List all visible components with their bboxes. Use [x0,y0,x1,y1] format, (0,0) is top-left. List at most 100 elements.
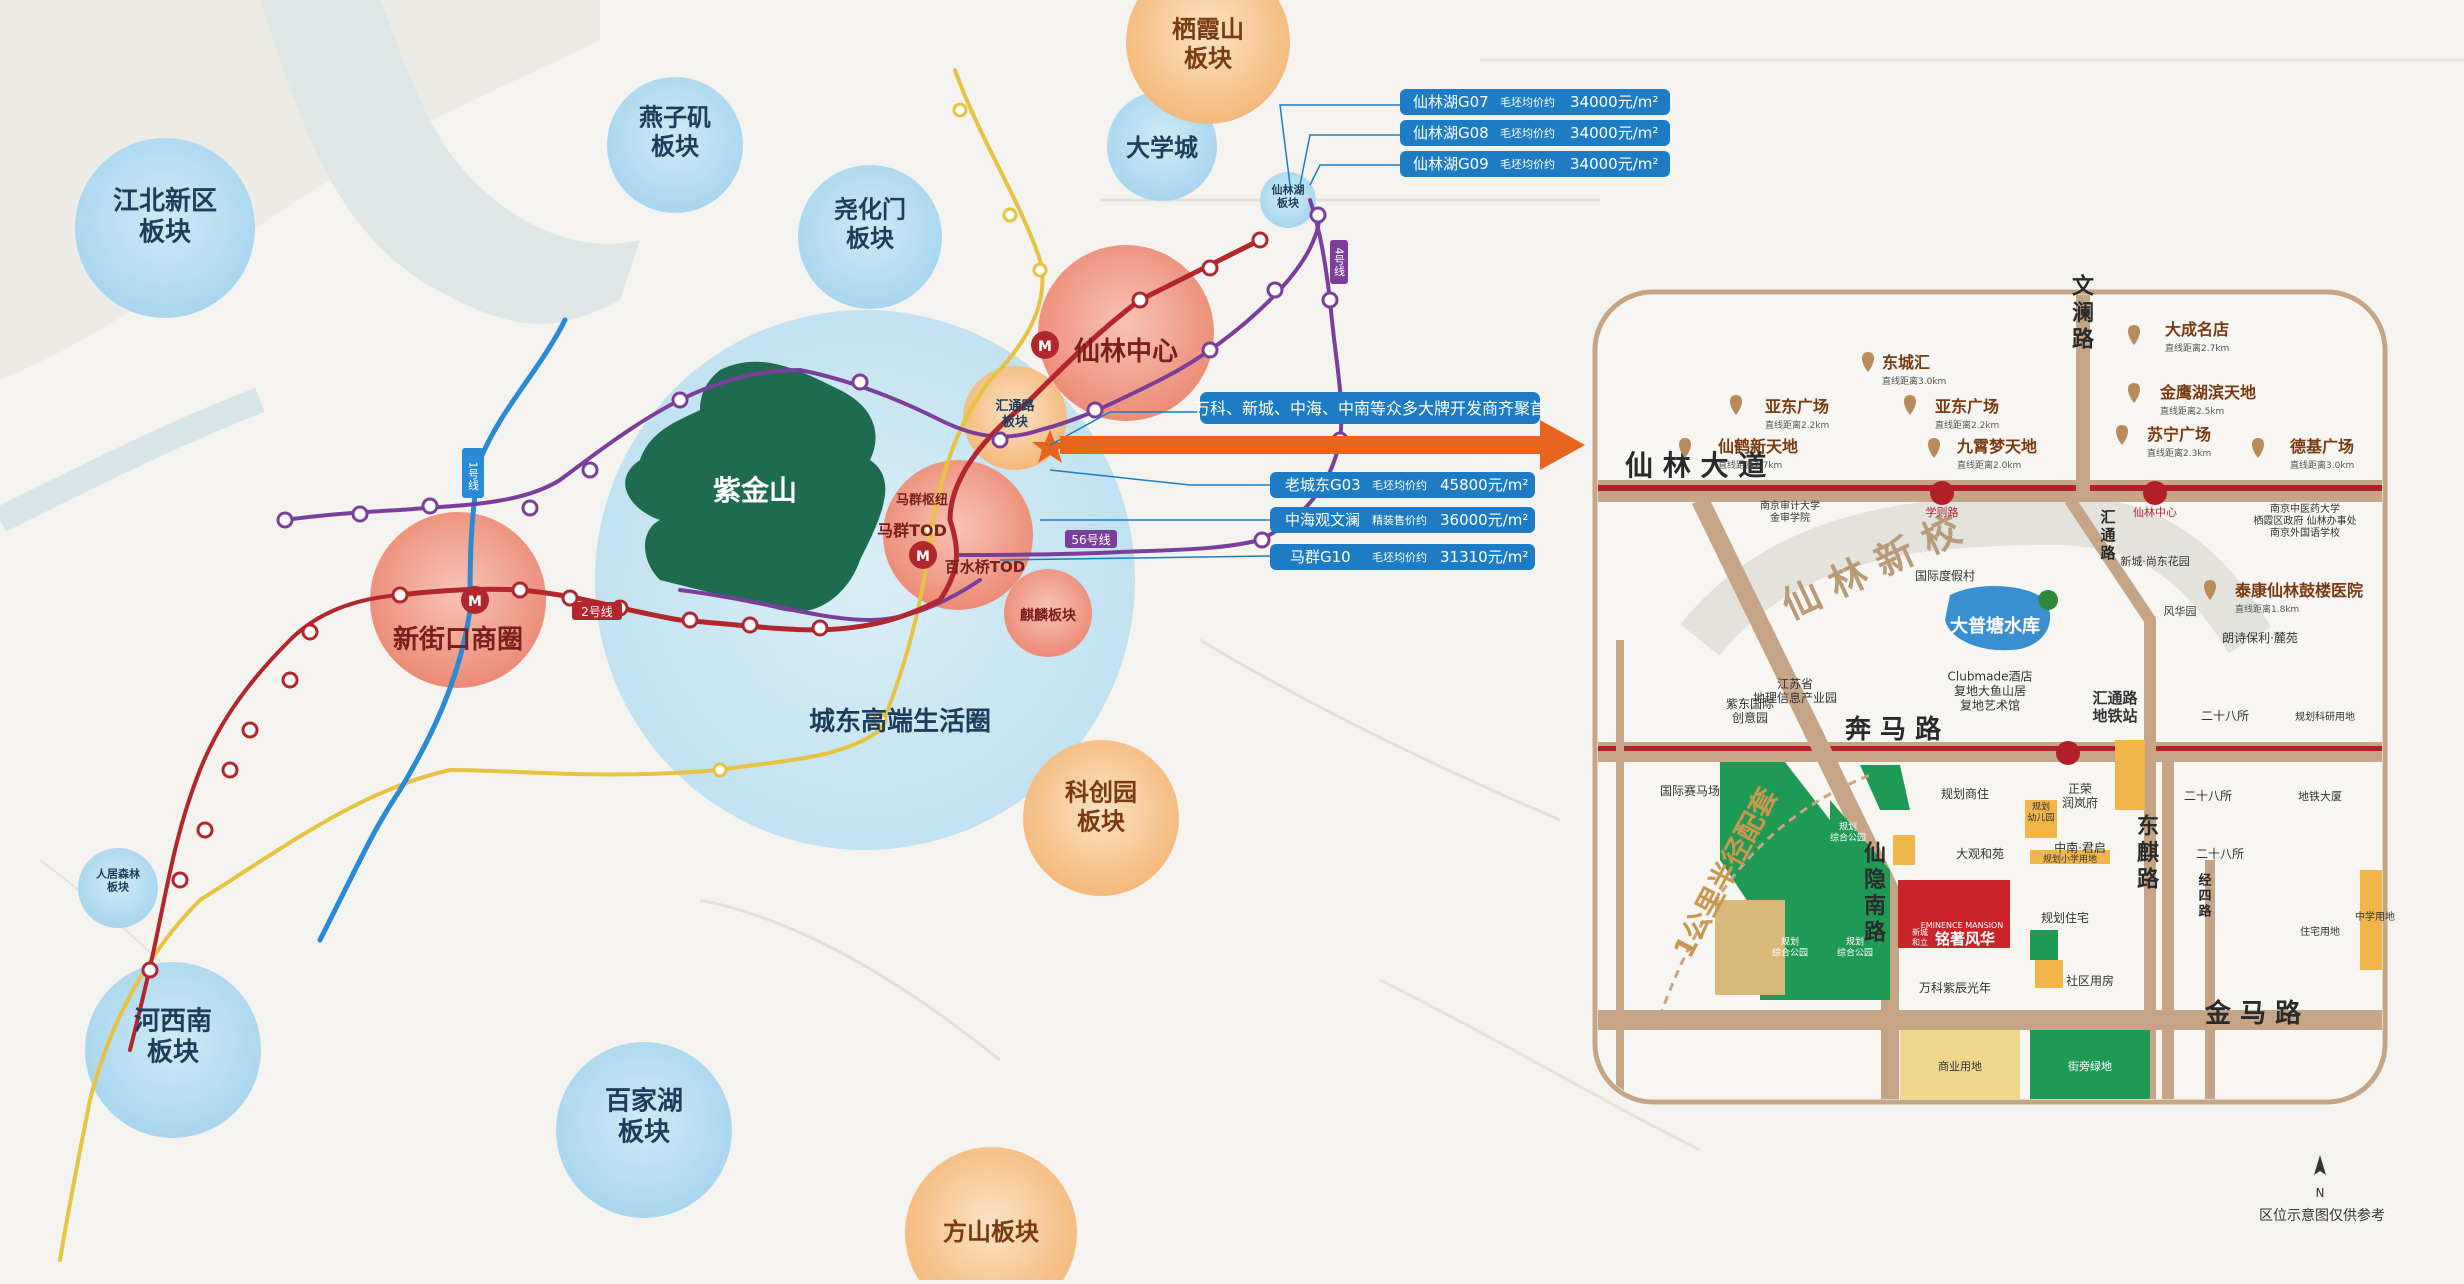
road-qilin [2162,760,2174,1099]
svg-text:直线距离2.2km: 直线距离2.2km [1765,419,1829,431]
commercial-land-plot [1900,1030,2020,1099]
price-row: 马群G10 毛坯均价约 31310元/m² [1270,544,1535,570]
price-row: 中海观文澜 精装售价约 36000元/m² [1270,507,1535,533]
footer: N 区位示意图仅供参考 [2259,1155,2385,1224]
svg-text:东城汇: 东城汇 [1882,353,1930,372]
price-name: 仙林湖G08 [1413,124,1489,142]
pin: 大成名店 直线距离2.7km [2128,320,2229,354]
pin: 泰康仙林鼓楼医院 直线距离1.8km [2204,580,2363,615]
maqun-circle [883,460,1033,610]
land-prices-top: 仙林湖G07 毛坯均价约 34000元/m² 仙林湖G08 毛坯均价约 3400… [1279,89,1670,186]
price-name: 仙林湖G09 [1413,155,1489,173]
svg-text:正荣润岚府: 正荣润岚府 [2062,782,2098,810]
svg-text:新城·尚东花园: 新城·尚东花园 [2120,554,2190,568]
svg-text:亚东广场: 亚东广场 [1935,397,1999,416]
price-value: 34000元/m² [1570,155,1658,173]
svg-text:大普塘水库: 大普塘水库 [1950,615,2040,637]
road-jingsi [2205,860,2215,1099]
line56-label: 56号线 [1071,533,1110,547]
svg-text:汇通路地铁站: 汇通路地铁站 [2092,689,2138,725]
price-name: 老城东G03 [1285,476,1361,494]
line4-label: 4号线 [1333,248,1346,277]
price-name: 中海观文澜 [1285,511,1360,529]
price-value: 31310元/m² [1440,548,1528,566]
svg-text:中学用地: 中学用地 [2355,910,2395,923]
pin: 亚东广场 直线距离2.2km [1730,395,1829,431]
svg-text:国际赛马场: 国际赛马场 [1660,783,1720,798]
renjusenlin-circle [78,848,158,928]
hexinan-label: 河西南板块 [134,1006,212,1067]
svg-text:规划综合公园: 规划综合公园 [1830,821,1866,844]
park-green-1 [1720,762,1830,1000]
price-tag: 毛坯均价约 [1500,127,1555,140]
svg-text:M: M [468,594,482,610]
qixiashan-circle [1126,0,1290,124]
svg-text:规划综合公园: 规划综合公园 [1772,936,1808,959]
location-pin-icon [2204,580,2216,600]
xianlin-dadao-label: 仙 林 大 道 [1625,449,1766,482]
price-value: 34000元/m² [1570,93,1658,111]
svg-text:EMINENCE MANSION: EMINENCE MANSION [1921,921,2004,930]
svg-text:江苏省地理信息产业园: 江苏省地理信息产业园 [1753,677,1837,705]
svg-text:南京审计大学金审学院: 南京审计大学金审学院 [1760,499,1820,524]
svg-text:直线距离2.3km: 直线距离2.3km [2147,447,2211,459]
svg-text:金鹰湖滨天地: 金鹰湖滨天地 [2159,383,2256,402]
daxuecheng-label: 大学城 [1126,134,1198,162]
location-pin-icon [2252,438,2264,458]
project-block [1898,880,2010,948]
svg-text:中南·君启: 中南·君启 [2054,840,2106,855]
svg-text:苏宁广场: 苏宁广场 [2147,425,2211,444]
road-jinma [1598,1010,2382,1030]
lake-shape [1945,585,2051,651]
disclaimer: 区位示意图仅供参考 [2259,1207,2385,1224]
location-pin-icon [1862,352,1874,372]
hexinan-circle [85,962,261,1138]
location-pin-icon [2128,383,2140,403]
svg-text:街旁绿地: 街旁绿地 [2068,1059,2112,1073]
svg-text:M: M [1038,339,1052,355]
xinjiekou-circle [370,512,546,688]
jinma-lu-label: 金 马 路 [2204,998,2302,1029]
renjusenlin-label: 人居森林板块 [96,866,140,893]
price-row: 仙林湖G07 毛坯均价约 34000元/m² [1400,89,1670,115]
xianlinhu-circle [1260,172,1316,228]
svg-text:直线距离2.0km: 直线距离2.0km [1957,459,2021,471]
price-value: 34000元/m² [1570,124,1658,142]
fangshan-label: 方山板块 [943,1218,1039,1246]
price-row: 仙林湖G09 毛坯均价约 34000元/m² [1400,151,1670,177]
baijiahu-circle [556,1042,732,1218]
commercial-plot [1715,900,1785,995]
price-row: 老城东G03 毛坯均价约 45800元/m² [1270,472,1535,498]
svg-text:万科紫辰光年: 万科紫辰光年 [1919,981,1991,995]
svg-text:南京外国语学校: 南京外国语学校 [2270,526,2340,539]
svg-text:亚东广场: 亚东广场 [1765,397,1829,416]
developers-banner: 万科、新城、中海、中南等众多大牌开发商齐聚首 [1049,392,1546,446]
yanziji-circle [607,77,743,213]
yanziji-label: 燕子矶板块 [639,104,711,161]
svg-text:风华园: 风华园 [2164,604,2197,618]
jing4-lu-label: 经四路 [2198,872,2212,919]
svg-text:朗诗保利·麓苑: 朗诗保利·麓苑 [2222,631,2298,645]
huitong-lu-label: 汇通路 [2100,508,2116,562]
price-name: 马群G10 [1290,548,1351,566]
svg-text:泰康仙林鼓楼医院: 泰康仙林鼓楼医院 [2234,581,2363,600]
svg-text:铭著风华: 铭著风华 [1935,930,1995,948]
jiangbei-label: 江北新区板块 [113,185,217,247]
developers-text: 万科、新城、中海、中南等众多大牌开发商齐聚首 [1194,399,1546,418]
qilin-circle [1004,569,1092,657]
inset-map: 仙 林 大 道 奔 马 路 金 马 路 文澜路 仙隐南路 东麒路 经四路 汇通路… [1592,274,2395,1105]
location-pin-icon [1679,438,1691,458]
price-tag: 精装售价约 [1372,513,1427,527]
xianlin-center-label: 仙林中心 [1074,337,1178,367]
svg-text:直线距离2.7km: 直线距离2.7km [2165,342,2229,354]
zijinshan-label: 紫金山 [713,474,797,507]
mequn-hub-label: 马群枢纽 [896,492,948,508]
location-pin-icon [1904,395,1916,415]
hub-markers: M M M [461,331,1068,614]
svg-text:直线距离2.5km: 直线距离2.5km [2160,405,2224,417]
svg-text:新城和立: 新城和立 [1912,927,1928,947]
kechuangyuan-circle [1023,740,1179,896]
qilin-label: 麒麟板块 [1020,607,1077,624]
svg-text:规划小学用地: 规划小学用地 [2043,853,2097,865]
baijiahu-label: 百家湖板块 [605,1085,683,1147]
